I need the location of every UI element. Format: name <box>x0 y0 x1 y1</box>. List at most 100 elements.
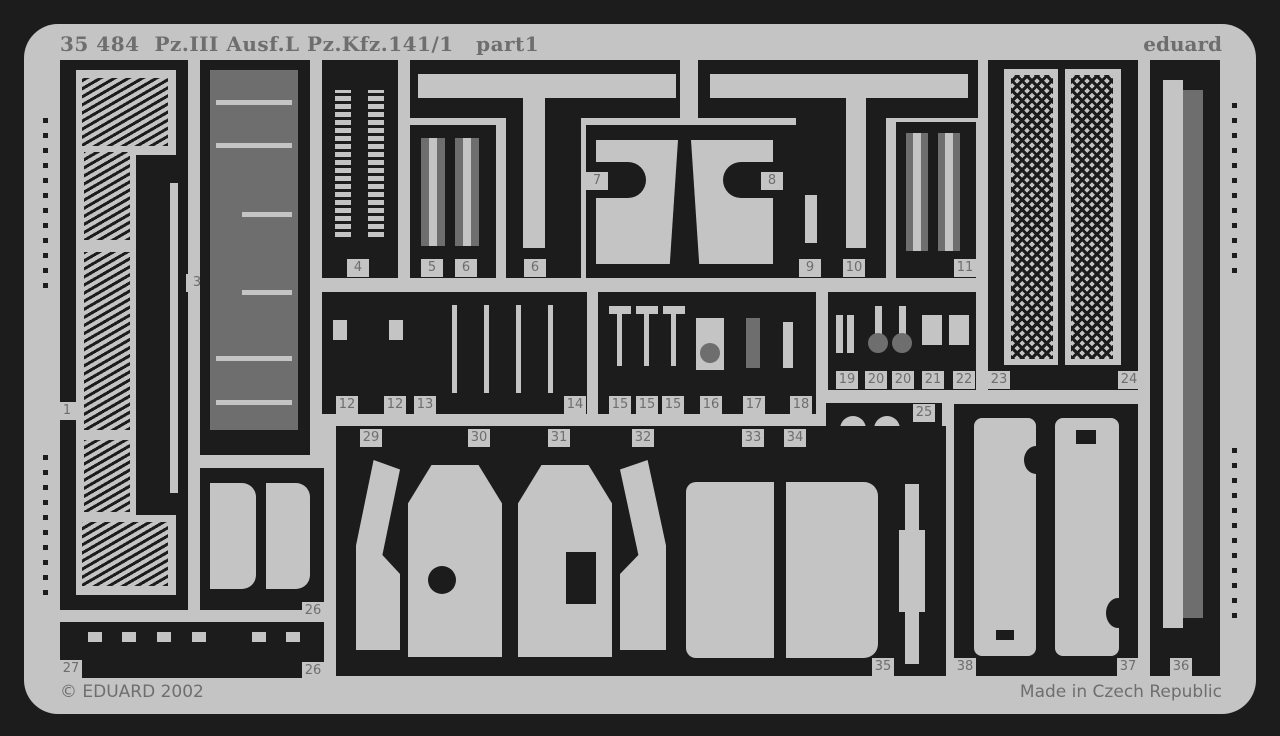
window-part-9-10 <box>796 110 886 278</box>
part-15-tee-stem <box>644 314 649 366</box>
part-number-38: 38 <box>954 658 976 676</box>
part-number-7: 7 <box>586 172 608 190</box>
part-26-hook <box>286 632 300 642</box>
part-number-15: 15 <box>609 396 631 414</box>
part-2-slot <box>216 143 292 148</box>
part-17-clip <box>746 318 760 368</box>
part-31-rect-hole <box>566 552 596 604</box>
part-2-slot <box>242 212 292 217</box>
part-30-hole <box>428 566 456 594</box>
part-1-mesh-c <box>84 440 130 512</box>
part-26-hook <box>252 632 266 642</box>
part-7-plate <box>596 140 678 264</box>
part-number-32: 32 <box>632 429 654 447</box>
part-3-strip <box>170 183 178 493</box>
part-15-tee <box>636 306 658 314</box>
part-30-plate <box>408 465 502 657</box>
part-number-6: 6 <box>455 259 477 277</box>
part-1-mesh-bottom <box>82 522 168 586</box>
part-number-35: 35 <box>872 658 894 676</box>
part-number-8: 8 <box>761 172 783 190</box>
part-1-mesh-a <box>84 152 130 240</box>
part-number-12: 12 <box>336 396 358 414</box>
part-2-slot <box>216 400 292 405</box>
fret-title: 35 484 Pz.III Ausf.L Pz.Kfz.141/1 part1 <box>60 32 540 56</box>
part-11-rail-b-inner <box>945 133 953 251</box>
part-16-half-etch-circle <box>700 343 720 363</box>
part-14-rod <box>484 305 489 393</box>
part-number-11: 11 <box>954 259 976 277</box>
part-6-rail-inner <box>463 138 471 246</box>
part-14-rod <box>548 305 553 393</box>
part-19-pin <box>847 315 854 353</box>
part-number-10: 10 <box>843 259 865 277</box>
part-number-17: 17 <box>743 396 765 414</box>
part-number-20b: 20 <box>892 371 914 389</box>
part-2-slot <box>216 100 292 105</box>
part-6-bracket-bar <box>418 74 676 98</box>
part-number-6b: 6 <box>524 259 546 277</box>
part-33-plate <box>686 482 774 658</box>
part-number-20: 20 <box>865 371 887 389</box>
part-20-knob <box>892 333 912 353</box>
part-15-tee <box>663 306 685 314</box>
part-number-26: 26 <box>302 602 324 620</box>
part-20-knob <box>868 333 888 353</box>
part-26-left <box>210 483 256 589</box>
part-number-1: 1 <box>56 402 78 420</box>
part-9-pin <box>805 195 817 243</box>
part-15-tee <box>609 306 631 314</box>
part-38-slot <box>996 630 1014 640</box>
part-20-knob-stem <box>899 306 906 340</box>
part-number-37: 37 <box>1117 658 1139 676</box>
part-27-hook <box>192 632 206 642</box>
part-12-lever <box>333 320 347 340</box>
part-37-notch <box>1106 598 1130 628</box>
window-part-4 <box>322 60 398 278</box>
part-5-rail-inner <box>429 138 437 246</box>
right-registration-dots <box>1232 103 1237 283</box>
part-20-knob-stem <box>875 306 882 340</box>
part-number-23: 23 <box>988 371 1010 389</box>
part-number-9: 9 <box>799 259 821 277</box>
part-number-34: 34 <box>784 429 806 447</box>
part-6b-stem <box>523 98 545 248</box>
part-36-half-etch-strip <box>1183 90 1203 618</box>
part-number-16: 16 <box>700 396 722 414</box>
part-number-33: 33 <box>742 429 764 447</box>
part-26-right <box>266 483 310 589</box>
window-part-27 <box>60 622 324 678</box>
part-number-4: 4 <box>347 259 369 277</box>
part-number-22: 22 <box>953 371 975 389</box>
part-1-mesh-b <box>84 252 130 430</box>
part-19-pin <box>836 315 843 353</box>
part-2-plate <box>210 70 298 430</box>
part-number-14: 14 <box>564 396 586 414</box>
right-registration-dots-lower <box>1232 448 1237 628</box>
part-15-tee-stem <box>671 314 676 366</box>
copyright-text: © EDUARD 2002 <box>60 682 204 702</box>
part-21-block <box>922 315 942 345</box>
part-number-26-lower: 26 <box>302 662 324 680</box>
part-11-rail-a-inner <box>913 133 921 251</box>
part-34-plate <box>786 482 878 658</box>
part-10-bracket-bar <box>710 74 968 98</box>
part-37-slot <box>1076 430 1096 444</box>
part-4-chain-right <box>368 90 384 240</box>
part-35-bar-wide <box>899 530 925 612</box>
part-14-rod <box>452 305 457 393</box>
part-number-19: 19 <box>836 371 858 389</box>
part-number-12b: 12 <box>384 396 406 414</box>
part-14-rod <box>516 305 521 393</box>
part-number-15c: 15 <box>662 396 684 414</box>
part-31-plate <box>518 465 612 657</box>
part-number-13: 13 <box>414 396 436 414</box>
part-number-18: 18 <box>790 396 812 414</box>
part-18-clip <box>783 322 793 368</box>
part-36-strip <box>1163 80 1183 628</box>
left-registration-dots <box>43 118 48 298</box>
part-12-lever <box>389 320 403 340</box>
part-number-21: 21 <box>922 371 944 389</box>
part-27-hook <box>122 632 136 642</box>
part-22-block <box>949 315 969 345</box>
